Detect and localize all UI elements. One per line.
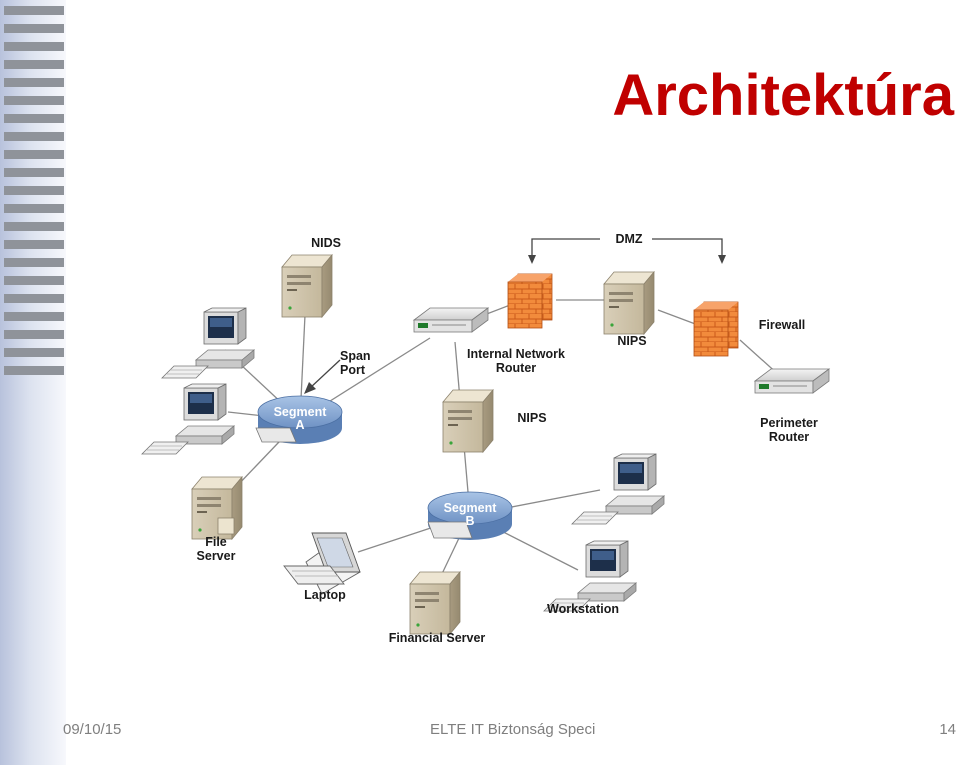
sidebar-stripes <box>4 6 64 378</box>
dmz-arrow-right <box>718 255 726 264</box>
nips-center-server-icon <box>442 389 494 453</box>
firewall-label: Firewall <box>759 318 806 332</box>
perimeter-router-icon <box>754 368 830 394</box>
perimeter-router-label-2: Router <box>769 430 809 444</box>
footer-page-number: 14 <box>939 721 956 738</box>
nips-center-label: NIPS <box>517 411 546 425</box>
file-server-label-1: File <box>205 535 227 549</box>
segment-b-label-2: B <box>465 514 474 528</box>
file-server-icon <box>191 476 243 540</box>
file-folder-icon <box>217 517 235 535</box>
span-port-label-1: Span <box>340 349 371 363</box>
nips-dmz-server-icon <box>603 271 655 335</box>
page-title: Architektúra <box>612 63 954 128</box>
internal-router-label-1: Internal Network <box>467 347 565 361</box>
footer-date: 09/10/15 <box>63 721 122 738</box>
perimeter-router-label-1: Perimeter <box>760 416 818 430</box>
segment-a-hub-icon <box>255 395 343 444</box>
firewall-dmz-icon <box>507 273 553 329</box>
desktop-computer-icon <box>141 383 235 455</box>
dmz-bracket <box>531 238 723 258</box>
nids-label: NIDS <box>311 236 341 250</box>
segment-b-hub-icon <box>427 491 513 540</box>
desktop-computer-icon <box>571 453 665 525</box>
segment-a-label-2: A <box>295 418 304 432</box>
sidebar-decoration <box>0 0 66 765</box>
segment-b-label-1: Segment <box>444 501 498 515</box>
workstation-icon <box>543 540 637 612</box>
nips-dmz-label: NIPS <box>617 334 646 348</box>
dmz-arrow-left <box>528 255 536 264</box>
internal-router-label-2: Router <box>496 361 536 375</box>
segment-a-label-1: Segment <box>274 405 328 419</box>
desktop-computer-icon <box>161 307 255 379</box>
span-port-arrow <box>304 359 341 394</box>
financial-server-icon <box>409 571 461 635</box>
file-server-label-2: Server <box>197 549 236 563</box>
workstation-label: Workstation <box>547 602 619 616</box>
footer-center-text: ELTE IT Biztonság Speci <box>430 721 596 738</box>
firewall-perimeter-icon <box>693 301 739 357</box>
span-port-label-2: Port <box>340 363 366 377</box>
nids-server-icon <box>281 254 333 318</box>
laptop-icon <box>283 532 361 595</box>
financial-server-label: Financial Server <box>389 631 486 645</box>
laptop-label: Laptop <box>304 588 346 602</box>
dmz-label: DMZ <box>615 232 642 246</box>
internal-router-icon <box>413 307 489 333</box>
link-nips-firewall-2 <box>657 309 699 326</box>
